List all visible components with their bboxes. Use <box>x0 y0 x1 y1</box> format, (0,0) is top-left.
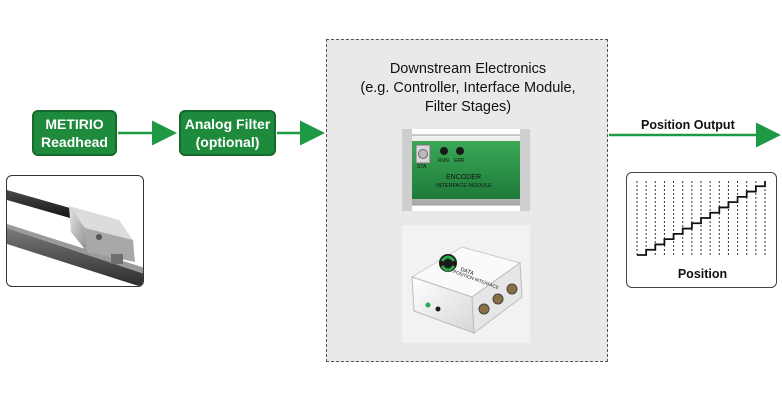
readhead-photo <box>6 175 144 287</box>
readhead-label-line2: Readhead <box>41 134 108 150</box>
led-label-err: ERR <box>454 158 465 164</box>
position-interface-photo: DATA POSITION INTERFACE <box>402 225 530 343</box>
position-plot-label: Position <box>677 267 728 281</box>
filter-label-line1: Analog Filter <box>184 116 271 132</box>
electronics-title-line1: Downstream Electronics <box>389 61 547 77</box>
encoder-module-label-line2: INTERFACE MODULE <box>436 183 492 189</box>
led-label-sta: STA <box>417 164 427 170</box>
position-staircase-line <box>637 181 766 256</box>
encoder-interface-module-photo: STA RUN ERR ENCODER INTERFACE MODULE <box>402 129 530 211</box>
encoder-module-illustration <box>402 129 530 211</box>
electronics-title-line2: (e.g. Controller, Interface Module, <box>360 80 576 96</box>
encoder-module-label-line1: ENCODER <box>446 174 482 181</box>
led-label-run: RUN <box>438 158 449 164</box>
readhead-box: METIRIO Readhead <box>32 110 117 156</box>
position-step-plot <box>636 181 766 256</box>
position-output-label: Position Output <box>641 118 735 132</box>
filter-label-line2: (optional) <box>195 134 260 150</box>
downstream-electronics-panel: Downstream Electronics (e.g. Controller,… <box>326 39 608 362</box>
electronics-title-line3: Filter Stages) <box>424 99 512 115</box>
readhead-illustration <box>7 190 143 286</box>
position-plot: Position <box>626 172 777 288</box>
readhead-label-line1: METIRIO <box>45 116 104 132</box>
position-interface-illustration <box>410 246 523 334</box>
analog-filter-box: Analog Filter (optional) <box>179 110 276 156</box>
